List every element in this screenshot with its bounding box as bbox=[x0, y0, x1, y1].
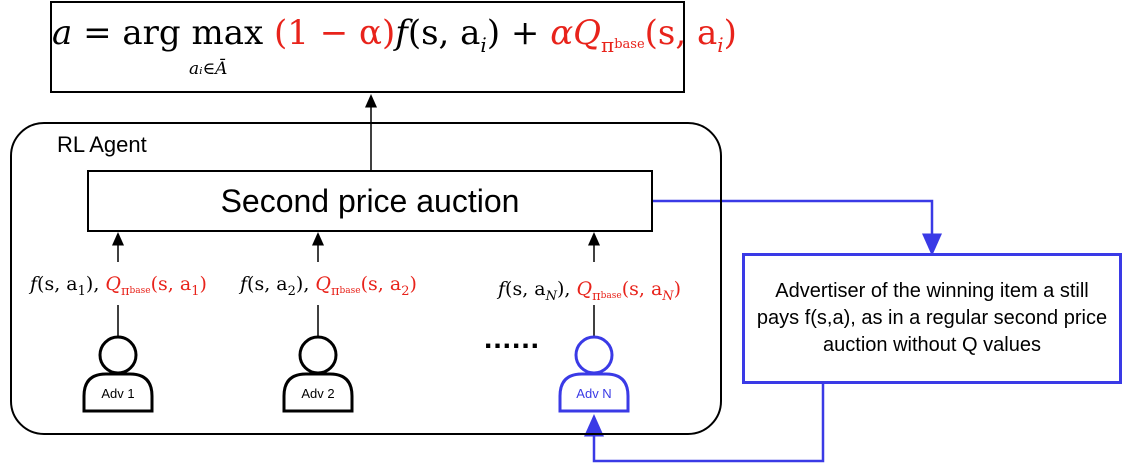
payment-note-box: Advertiser of the winning item a still p… bbox=[742, 253, 1122, 384]
bid-label-1: f(s, a1), Qπbase(s, a1) bbox=[30, 273, 207, 299]
argmax-subscript: aᵢ∈Ā bbox=[189, 59, 228, 79]
formula-box: a = arg max (1 − α)f(s, ai) + αQπbase(s,… bbox=[50, 1, 737, 93]
objective-formula: a = arg max (1 − α)f(s, ai) + αQπbase(s,… bbox=[52, 13, 737, 57]
arrow-note-to-adv-n bbox=[584, 384, 825, 463]
second-price-auction-box: Second price auction bbox=[87, 170, 653, 232]
person-icon-adv-2 bbox=[282, 335, 354, 413]
auction-label: Second price auction bbox=[220, 182, 520, 219]
person-icon-adv-n bbox=[558, 335, 630, 413]
rl-agent-label: RL Agent bbox=[57, 132, 147, 157]
payment-note-text: Advertiser of the winning item a still p… bbox=[756, 280, 1108, 356]
adv-2-label: Adv 2 bbox=[301, 386, 335, 401]
adv-1-label: Adv 1 bbox=[101, 386, 135, 401]
bid-label-2: f(s, a2), Qπbase(s, a2) bbox=[240, 273, 417, 299]
rl-agent-container bbox=[10, 122, 722, 435]
person-icon-adv-1 bbox=[82, 335, 154, 413]
ellipsis-more-advertisers: ...... bbox=[484, 322, 541, 355]
arrow-auction-to-note bbox=[653, 199, 942, 256]
adv-n-label: Adv N bbox=[576, 386, 612, 401]
bid-label-n: f(s, aN), Qπbase(s, aN) bbox=[498, 278, 682, 304]
